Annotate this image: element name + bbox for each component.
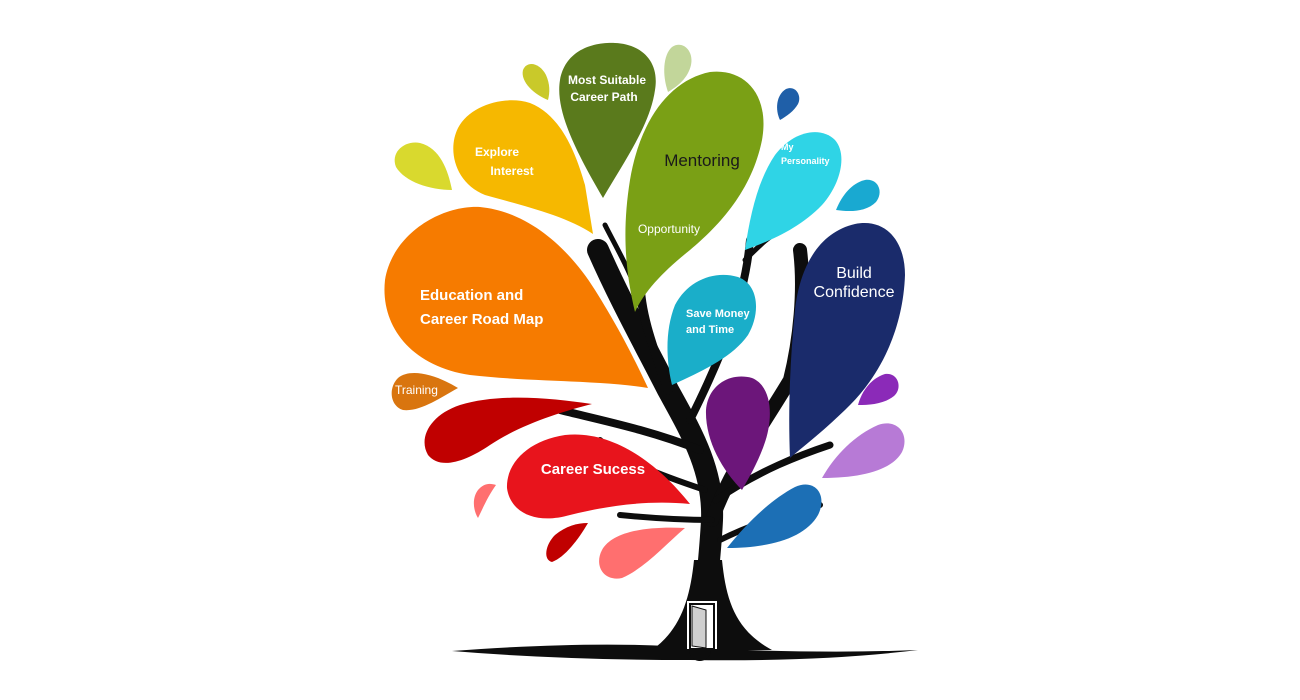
label-personality-line1: My bbox=[781, 142, 794, 152]
label-save-line1: Save Money bbox=[686, 308, 750, 320]
leaf-small-pale-green bbox=[664, 44, 692, 92]
door-icon bbox=[687, 601, 717, 650]
label-build-line1: Build bbox=[836, 265, 872, 282]
leaf-most-suitable-career-path bbox=[559, 42, 656, 198]
leaf-small-lime bbox=[394, 142, 452, 190]
leaf-small-violet bbox=[858, 373, 899, 405]
label-mentoring: Mentoring bbox=[664, 151, 740, 170]
leaf-small-dark-red bbox=[546, 523, 588, 562]
leaf-mentoring bbox=[625, 71, 764, 312]
label-education-line2: Career Road Map bbox=[420, 311, 543, 328]
leaf-my-personality bbox=[745, 132, 842, 250]
leaf-purple-center bbox=[705, 376, 770, 490]
label-career-success: Career Sucess bbox=[541, 461, 645, 478]
label-most-suitable-line2: Career Path bbox=[570, 90, 637, 104]
leaf-education-roadmap bbox=[384, 206, 648, 388]
leaf-lavender bbox=[822, 423, 905, 478]
leaf-save-money-time bbox=[667, 274, 757, 385]
label-education-line1: Education and bbox=[420, 287, 523, 304]
label-opportunity: Opportunity bbox=[638, 222, 700, 236]
leaf-small-olive bbox=[522, 63, 550, 100]
leaf-small-teal bbox=[836, 179, 880, 212]
label-training: Training bbox=[395, 383, 438, 397]
label-build-line2: Confidence bbox=[814, 284, 895, 301]
label-save-line2: and Time bbox=[686, 324, 734, 336]
leaf-pink-lower bbox=[599, 527, 685, 579]
ground-line bbox=[452, 644, 918, 661]
leaf-build-confidence bbox=[789, 223, 905, 458]
label-explore-line1: Explore bbox=[475, 145, 519, 159]
label-most-suitable-line1: Most Suitable bbox=[568, 73, 646, 87]
label-personality-line2: Personality bbox=[781, 156, 830, 166]
leaf-small-pink bbox=[473, 483, 496, 518]
leaf-dark-red bbox=[424, 397, 592, 463]
label-explore-line2: Interest bbox=[490, 164, 533, 178]
leaf-blue-lower bbox=[727, 484, 822, 548]
leaf-training bbox=[391, 373, 458, 411]
leaf-small-blue-top bbox=[777, 88, 800, 120]
leaf-career-success bbox=[506, 434, 690, 519]
leaf-explore-interest bbox=[453, 100, 593, 234]
